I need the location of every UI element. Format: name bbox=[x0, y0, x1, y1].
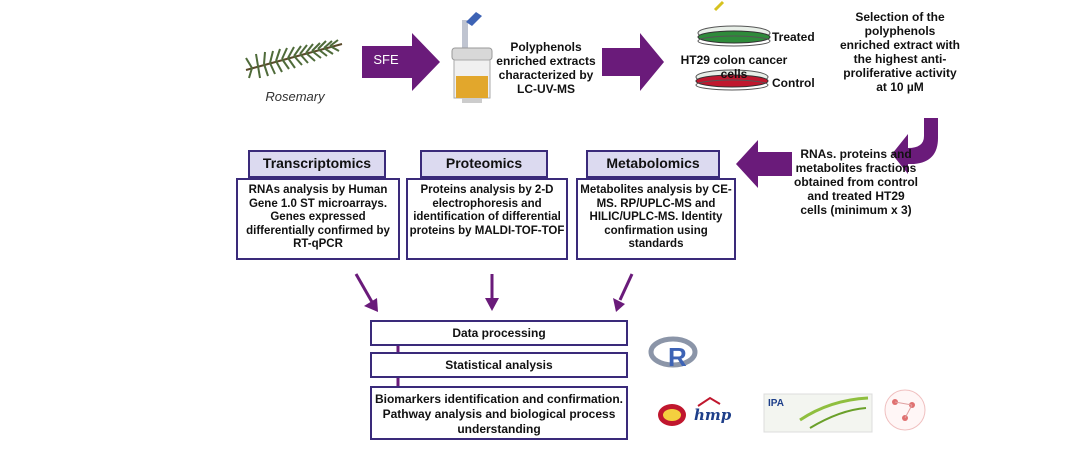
biomarkers-step: Biomarkers identification and confirmati… bbox=[370, 386, 628, 440]
metabolomics-desc: Metabolites analysis by CE-MS. RP/UPLC-M… bbox=[580, 184, 732, 250]
control-dish-icon bbox=[695, 69, 769, 91]
transcriptomics-box: RNAs analysis by Human Gene 1.0 ST micro… bbox=[236, 178, 400, 260]
rosemary-label: Rosemary bbox=[265, 89, 325, 104]
hmp-logo-icon bbox=[697, 396, 721, 407]
sfe-arrow bbox=[362, 33, 440, 91]
rosemary-icon bbox=[245, 39, 343, 79]
to-cells-arrow bbox=[602, 33, 664, 91]
to-omics-arrow bbox=[736, 140, 792, 188]
extract-label: Polyphenols enriched extracts characteri… bbox=[496, 40, 596, 96]
r-logo-icon: R bbox=[648, 336, 698, 372]
fractions-label: RNAs. proteins and metabolites fractions… bbox=[794, 147, 918, 217]
curved-arrow bbox=[892, 118, 938, 174]
ipa-logo-text: IPA bbox=[768, 398, 784, 409]
selection-label: Selection of the polyphenols enriched ex… bbox=[839, 10, 961, 94]
svg-text:R: R bbox=[668, 342, 687, 372]
hmp-logo-text: hmp bbox=[694, 406, 732, 424]
metabolomics-header: Metabolomics bbox=[586, 150, 720, 178]
treated-dish-icon bbox=[697, 0, 771, 47]
proteomics-box: Proteins analysis by 2-D electrophoresis… bbox=[406, 178, 568, 260]
transcriptomics-header: Transcriptomics bbox=[248, 150, 386, 178]
sfe-label: SFE bbox=[373, 52, 399, 67]
metabolomics-box: Metabolites analysis by CE-MS. RP/UPLC-M… bbox=[576, 178, 736, 260]
control-label: Control bbox=[772, 76, 815, 90]
ipa-logo-icon bbox=[763, 393, 873, 433]
proteomics-desc: Proteins analysis by 2-D electrophoresis… bbox=[409, 184, 565, 237]
transcriptomics-desc: RNAs analysis by Human Gene 1.0 ST micro… bbox=[246, 184, 390, 250]
proteomics-header: Proteomics bbox=[420, 150, 548, 178]
pathway-network-icon bbox=[884, 389, 926, 431]
data-processing-step: Data processing bbox=[370, 320, 628, 346]
cells-label: HT29 colon cancer cells bbox=[680, 53, 788, 81]
kegg-logo-icon bbox=[658, 404, 686, 426]
statistical-analysis-step: Statistical analysis bbox=[370, 352, 628, 378]
treated-label: Treated bbox=[772, 30, 815, 44]
extract-vessel-icon bbox=[451, 12, 493, 103]
